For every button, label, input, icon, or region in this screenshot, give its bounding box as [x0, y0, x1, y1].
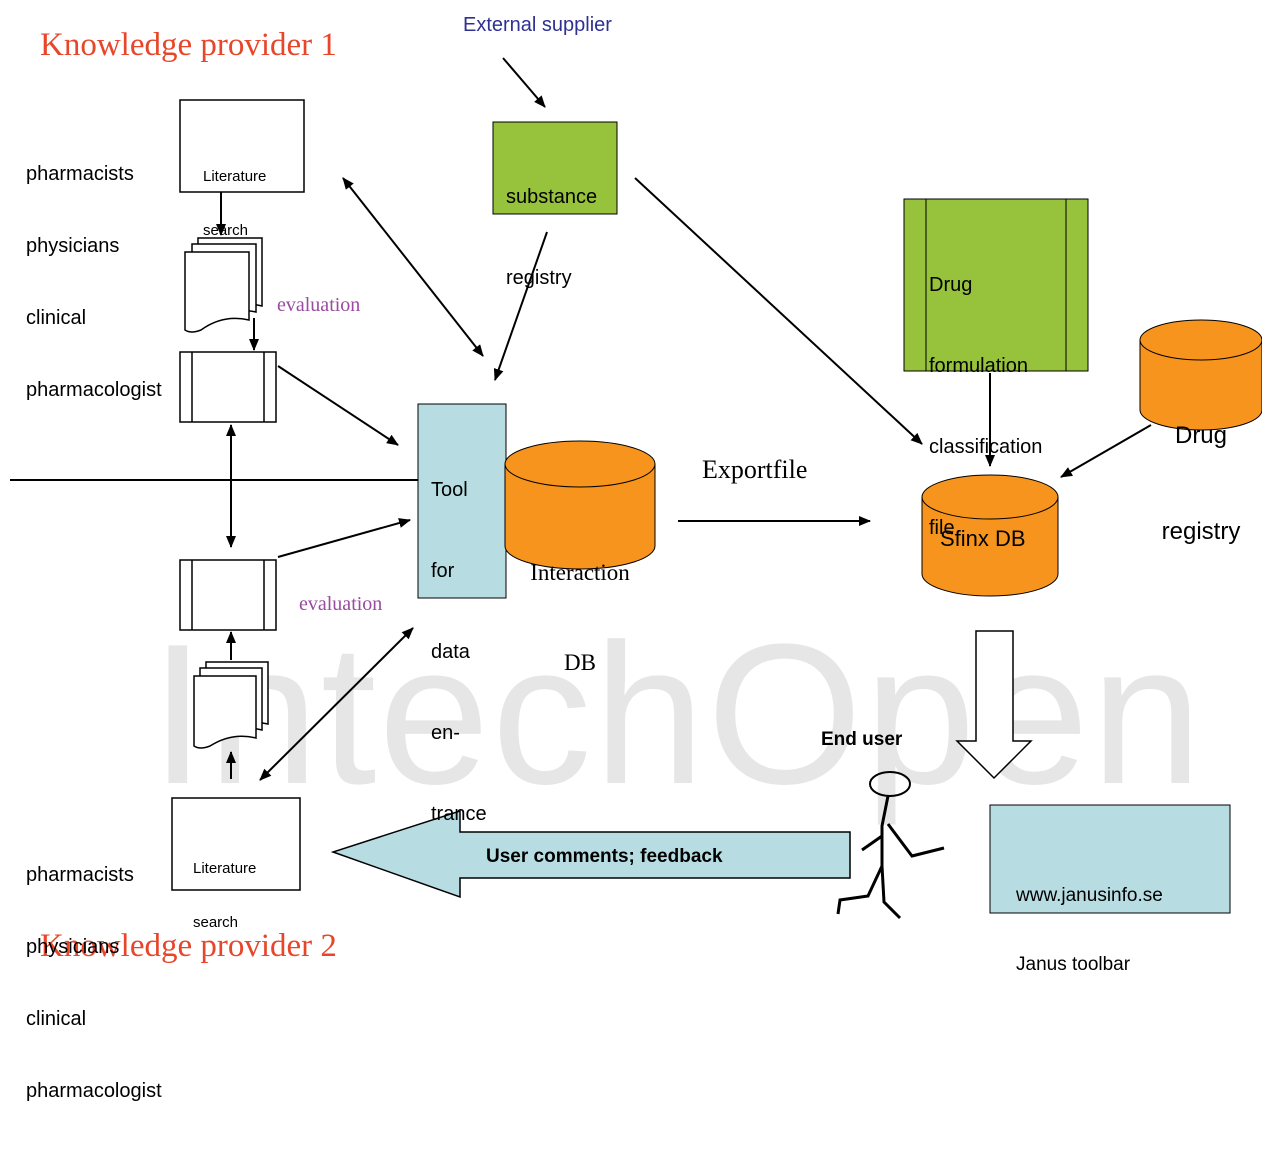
interaction-db-label: Interaction DB [530, 560, 630, 675]
interaction-db-cylinder [504, 440, 656, 570]
evaluation-label-bottom: evaluation [299, 593, 383, 615]
literature-search-box-top [179, 99, 305, 193]
drug-registry-cylinder [1139, 319, 1262, 431]
drug-registry-label: Drug registry [1161, 422, 1241, 545]
role-top-4: pharmacologist [26, 379, 162, 401]
end-user-label: End user [821, 729, 903, 750]
role-top-2: physicians [26, 235, 120, 257]
diagram-canvas: IntechOpen [10, 14, 1262, 1102]
document-stack-top [184, 237, 263, 333]
role-bottom-3: clinical [26, 1008, 87, 1030]
diagram-svg [10, 57, 1262, 920]
literature-search-box-bottom [171, 797, 301, 891]
role-bottom-2: physicians [26, 936, 120, 958]
document-stack-bottom [193, 661, 269, 749]
drug-formulation-file-box [903, 198, 1089, 372]
data-entry-tool-label: Tool for data en- trance [431, 479, 487, 825]
literature-search-label-bottom: Literature search [193, 860, 257, 931]
sfinx-db-label: Sfinx DB [940, 526, 1026, 551]
feedback-label: User comments; feedback [486, 846, 723, 867]
process-box-bottom [179, 559, 277, 631]
external-supplier-label: External supplier [463, 14, 612, 36]
knowledge-provider-1-label: Knowledge provider 1 [40, 27, 337, 63]
process-box-top [179, 351, 277, 423]
substance-registry-label: substance registry [506, 186, 598, 289]
roles-bottom: pharmacists physicians clinical pharmaco… [26, 815, 162, 1151]
janus-label: www.janusinfo.se Janus toolbar [1016, 885, 1163, 975]
role-bottom-4: pharmacologist [26, 1080, 162, 1102]
end-user-figure [836, 771, 945, 920]
connectors [216, 57, 1152, 781]
roles-top: pharmacists physicians clinical pharmaco… [26, 114, 162, 450]
role-top-1: pharmacists [26, 163, 134, 185]
evaluation-label-top: evaluation [277, 294, 361, 316]
substance-registry-box [492, 121, 618, 215]
output-down-arrow [955, 630, 1033, 780]
drug-formulation-label: Drug formulation classification file [929, 274, 1043, 539]
literature-search-label-top: Literature search [203, 168, 267, 239]
janus-box [989, 804, 1231, 914]
role-bottom-1: pharmacists [26, 864, 134, 886]
role-top-3: clinical [26, 307, 87, 329]
sfinx-db-cylinder [921, 474, 1059, 597]
data-entry-tool-box [417, 403, 507, 599]
exportfile-label: Exportfile [702, 455, 808, 484]
feedback-arrow [330, 809, 851, 899]
knowledge-provider-2-label: Knowledge provider 2 [40, 928, 337, 964]
